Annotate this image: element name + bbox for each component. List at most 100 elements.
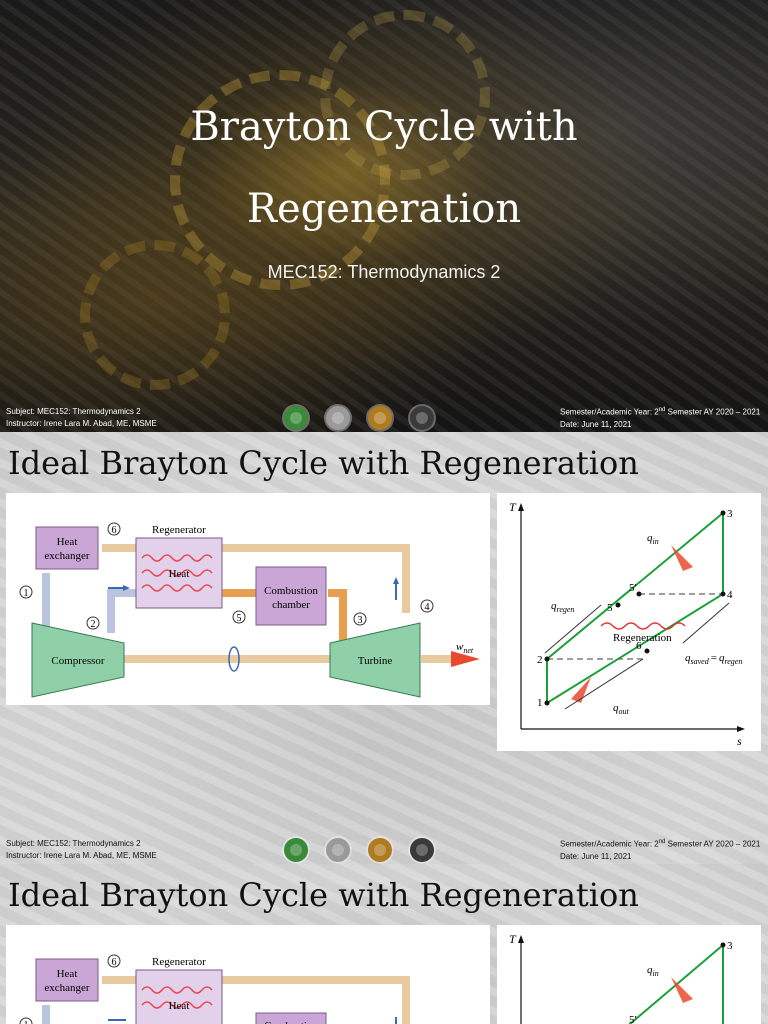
- university-seal-icon: [284, 838, 308, 862]
- qout-label: qout: [613, 702, 630, 716]
- combustion-outlet-pipe: [328, 589, 347, 643]
- title-line-1: Brayton Cycle with: [190, 104, 578, 150]
- cycle-path: [628, 942, 724, 1024]
- wnet-label: wnet: [456, 641, 474, 655]
- heat-exchanger-label-1: Heat: [57, 968, 78, 980]
- turbine-shape: [329, 622, 421, 698]
- wheel-seal-icon: [368, 406, 392, 430]
- footer-right: Semester/Academic Year: 2nd Semester AY …: [560, 836, 760, 863]
- state-6-label: 6: [112, 525, 117, 536]
- gear-background-icon: [170, 70, 390, 290]
- college-seal-icon: [326, 406, 350, 430]
- state-markers: 1 2 3 4 5 6: [19, 522, 434, 630]
- t-axis-arrow-icon: [518, 503, 524, 511]
- regenerator-box: [135, 537, 223, 609]
- output-shaft: [421, 655, 451, 663]
- regeneration-label: Regeneration: [613, 632, 672, 644]
- ts-state-5: 5: [607, 602, 613, 614]
- footer-date: Date: June 11, 2021: [560, 419, 632, 429]
- regeneration-wave-icon: [600, 622, 686, 630]
- s-axis-label: s: [737, 734, 742, 748]
- qsaved-label: qsaved=qregen: [685, 652, 742, 666]
- regenerator-label: Regenerator: [152, 956, 206, 968]
- logo-row: [284, 406, 434, 430]
- t-axis-arrow-icon: [518, 935, 524, 943]
- t-axis-label: T: [509, 932, 517, 946]
- state-1-label: 1: [24, 1020, 29, 1024]
- footer-instructor: Instructor: Irene Lara M. Abad, ME, MSME: [6, 419, 157, 428]
- title-line-2: Regeneration: [246, 186, 522, 232]
- title-slide: Brayton Cycle with Regeneration MEC152: …: [0, 0, 768, 432]
- state-6-label: 6: [112, 957, 117, 968]
- heat-exchanger-label-2: exchanger: [44, 550, 90, 562]
- ts-state-1: 1: [537, 697, 543, 709]
- subtitle: MEC152: Thermodynamics 2: [267, 262, 501, 282]
- college-seal-icon: [326, 838, 350, 862]
- rotation-icon: [228, 646, 240, 672]
- combustion-chamber-box: [255, 566, 327, 626]
- state-4-label: 4: [425, 602, 430, 613]
- qin-arrow-icon: [671, 977, 693, 1003]
- state-2-label: 2: [91, 619, 96, 630]
- wnet-arrow-icon: [451, 651, 480, 667]
- flow-arrow-icon: [123, 585, 130, 591]
- footer-date: Date: June 11, 2021: [560, 851, 632, 861]
- footer-left: Subject: MEC152: Thermodynamics 2 Instru…: [6, 838, 157, 862]
- combustion-label-1: Combustion: [264, 585, 318, 597]
- ts-state-5-prime: 5′: [629, 1014, 637, 1024]
- footer-subject: Subject: MEC152: Thermodynamics 2: [6, 407, 141, 416]
- footer-subject: Subject: MEC152: Thermodynamics 2: [6, 839, 141, 848]
- state-5-label: 5: [237, 613, 242, 624]
- state-3-label: 3: [358, 615, 363, 626]
- heat-wave-icon: [141, 986, 213, 1009]
- s-axis-arrow-icon: [737, 726, 745, 732]
- state-points: [544, 510, 726, 706]
- combustion-label-1: Combustion: [264, 1020, 318, 1024]
- heat-label: Heat: [169, 568, 190, 580]
- qout-arrow-icon: [571, 677, 591, 703]
- state-labels: 1 2 3 4 5 6 5′: [537, 508, 733, 709]
- schematic-diagram: Heat exchanger Regenerator Heat Combusti…: [6, 925, 490, 1024]
- flow-arrow-icon: [393, 577, 399, 584]
- qin-label: qin: [647, 964, 659, 978]
- ts-state-4: 4: [727, 589, 733, 601]
- gear-background-icon: [320, 10, 490, 180]
- schematic-diagram: Heat exchanger Regenerator Heat Combusti…: [6, 493, 490, 705]
- combustion-label-2: chamber: [272, 599, 310, 611]
- regenerator-label: Regenerator: [152, 524, 206, 536]
- footer-right: Semester/Academic Year: 2nd Semester AY …: [560, 404, 760, 431]
- compressor-outlet-pipe: [107, 589, 136, 633]
- qin-arrow-icon: [671, 545, 693, 571]
- schematic-svg: Heat exchanger Regenerator Heat Combusti…: [19, 954, 410, 1024]
- gear-seal-icon: [410, 838, 434, 862]
- heat-label: Heat: [169, 1000, 190, 1012]
- combustion-chamber-box: [255, 1012, 327, 1024]
- ts-state-5-prime: 5′: [629, 582, 637, 594]
- slide-heading: Ideal Brayton Cycle with Regeneration: [8, 876, 639, 914]
- content-slide-partial: Ideal Brayton Cycle with Regeneration He…: [0, 864, 768, 1024]
- logo-row: [284, 838, 434, 862]
- slide-heading: Ideal Brayton Cycle with Regeneration: [8, 444, 639, 482]
- heat-exchanger-box: [35, 526, 99, 570]
- compressor-label: Compressor: [51, 655, 105, 667]
- ts-diagram: T s 1 2 3 4 5 6: [497, 493, 761, 751]
- turbine-label: Turbine: [358, 655, 393, 667]
- qin-label: qin: [647, 532, 659, 546]
- footer-left: Subject: MEC152: Thermodynamics 2 Instru…: [6, 406, 157, 430]
- gear-background-icon: [80, 240, 230, 390]
- footer-semester: Semester/Academic Year: 2nd Semester AY …: [560, 407, 761, 417]
- compressor-shape: [31, 622, 125, 698]
- regenerator-box: [135, 969, 223, 1024]
- heat-exchanger-label-2: exchanger: [44, 982, 90, 994]
- ts-diagram-svg: T 3 qin 5′: [509, 932, 733, 1024]
- ts-diagram-svg: T s 1 2 3 4 5 6: [509, 500, 745, 748]
- heat-exchanger-label-1: Heat: [57, 536, 78, 548]
- content-slide: Ideal Brayton Cycle with Regeneration He…: [0, 432, 768, 864]
- qregen-label: qregen: [551, 600, 574, 614]
- t-axis-label: T: [509, 500, 517, 514]
- ts-state-6: 6: [636, 640, 642, 652]
- ts-diagram: T 3 qin 5′: [497, 925, 761, 1024]
- footer-instructor: Instructor: Irene Lara M. Abad, ME, MSME: [6, 851, 157, 860]
- state-1-label: 1: [24, 588, 29, 599]
- schematic-svg: Heat exchanger Regenerator Heat Combusti…: [19, 522, 480, 698]
